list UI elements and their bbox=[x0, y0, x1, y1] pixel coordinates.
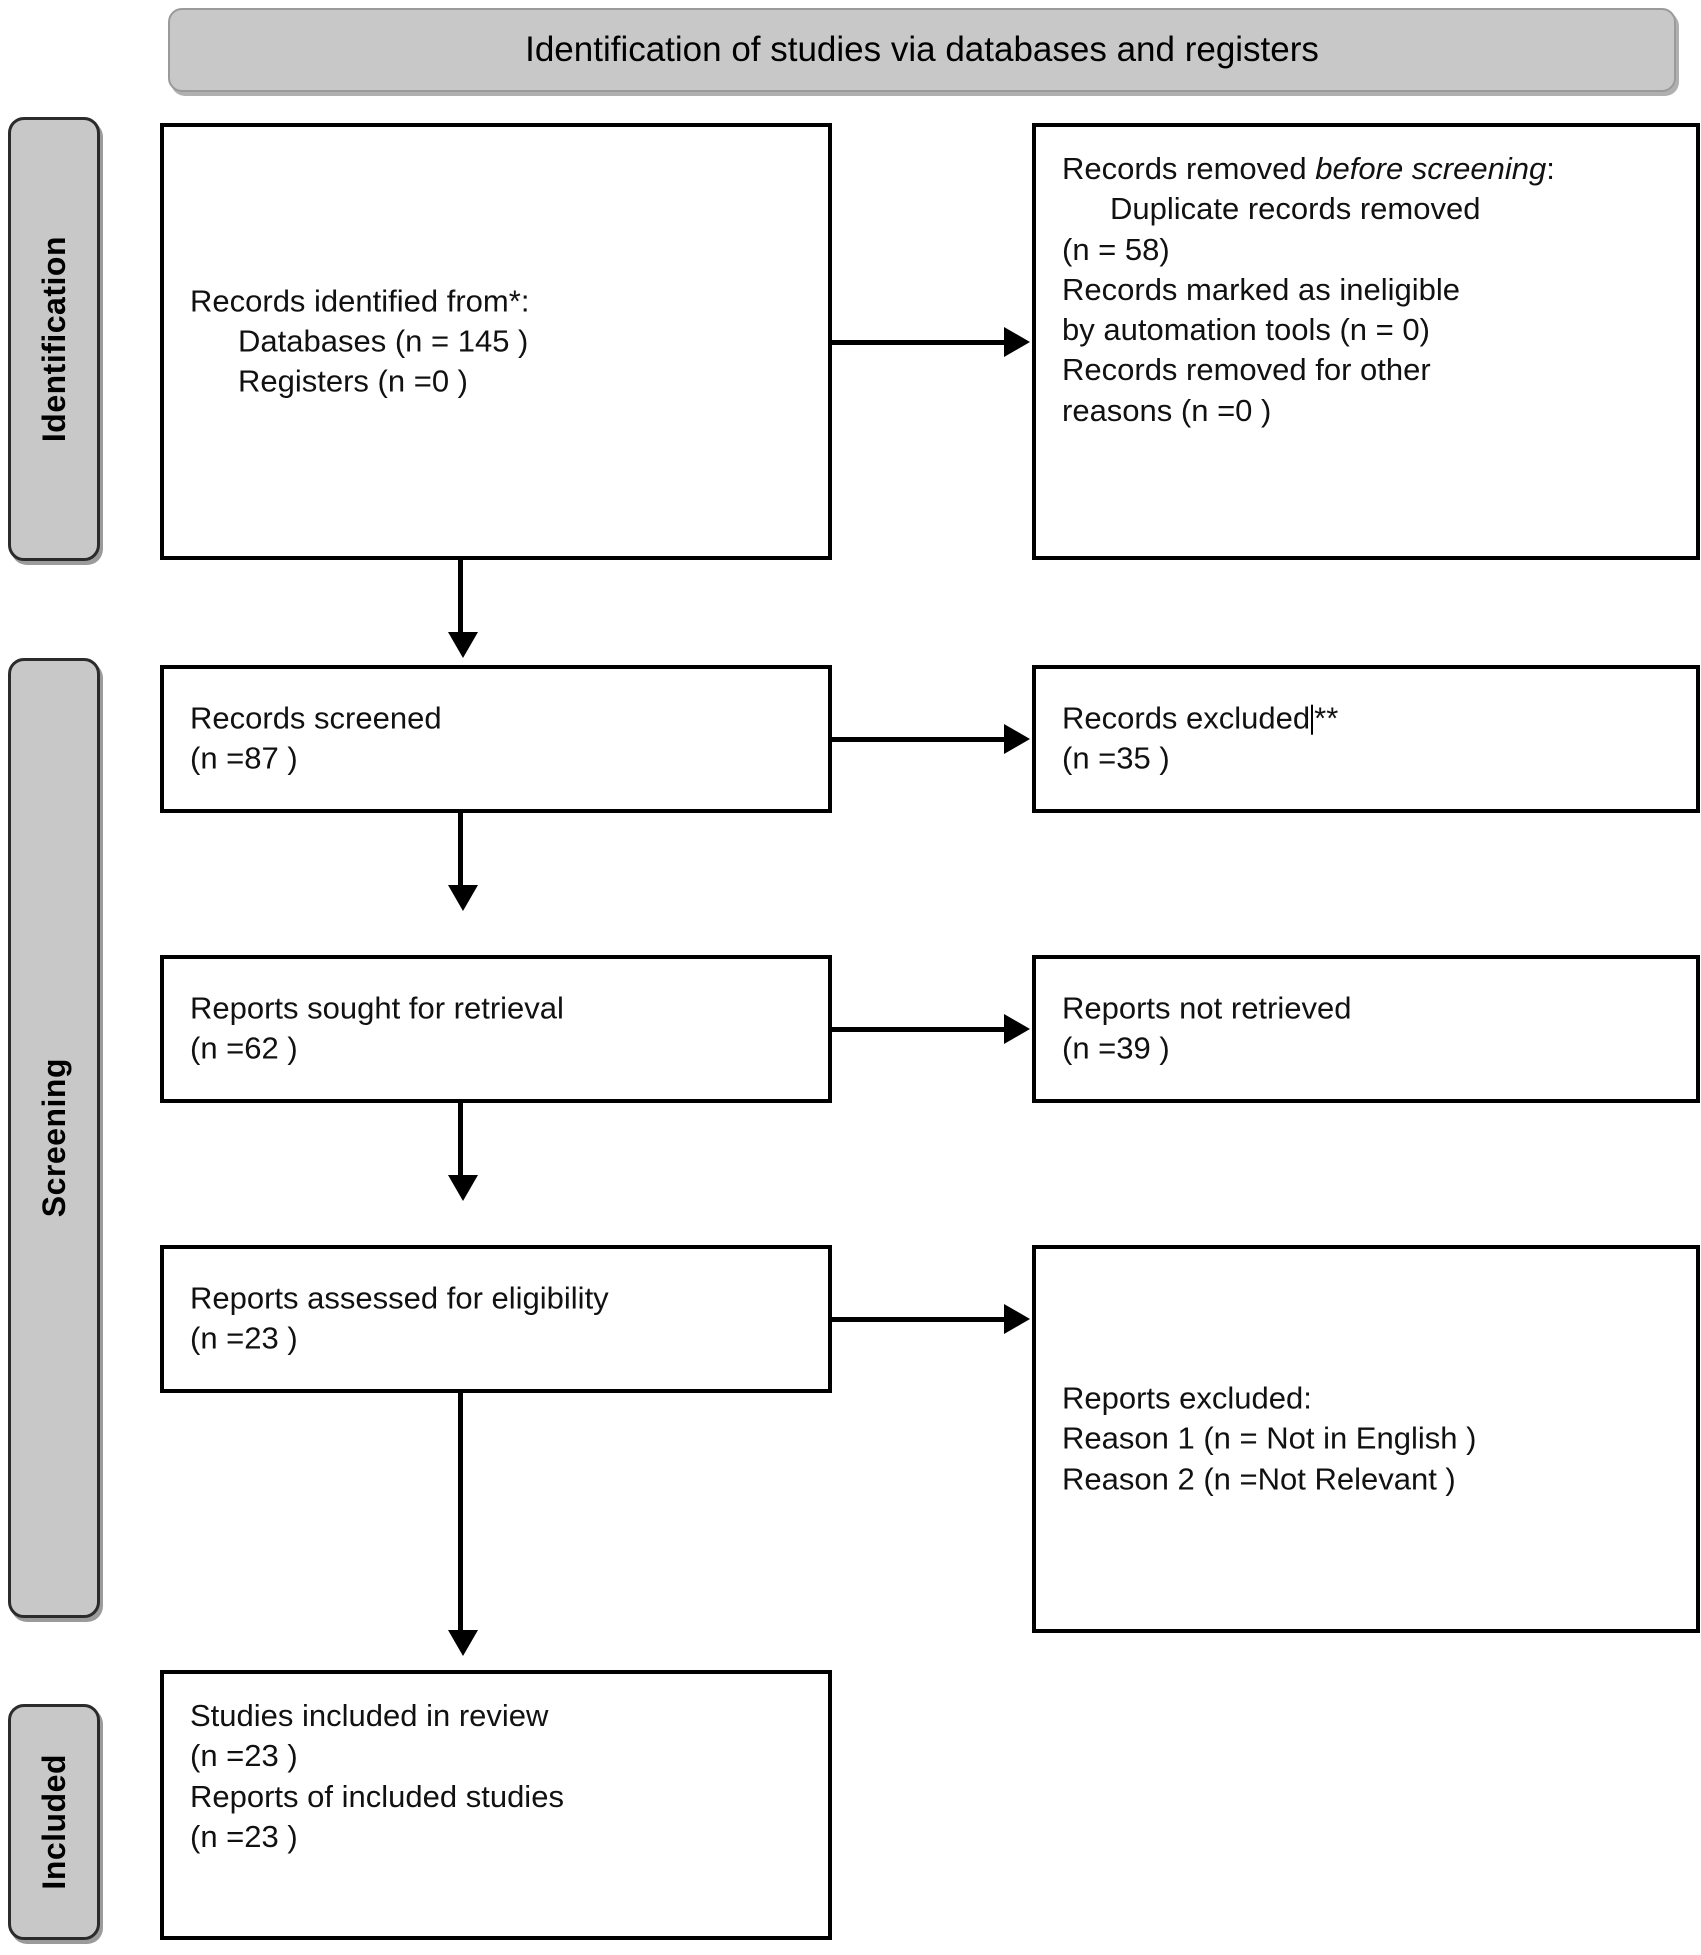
records-removed-ineligible-2: by automation tools (n = 0) bbox=[1062, 312, 1430, 348]
arrow-screened-to-sought-line bbox=[458, 813, 463, 891]
stage-label-screening: Screening bbox=[8, 658, 100, 1618]
box-reports-assessed-content: Reports assessed for eligibility (n =23 … bbox=[190, 1279, 814, 1360]
arrow-screened-to-excluded-line bbox=[832, 737, 1010, 742]
reports-excluded-title: Reports excluded: bbox=[1062, 1380, 1312, 1416]
arrow-assessed-to-reports-excluded-line bbox=[832, 1317, 1010, 1322]
box-records-removed-before-screening: Records removed before screening: Duplic… bbox=[1032, 123, 1700, 560]
reports-assessed-count: (n =23 ) bbox=[190, 1321, 298, 1356]
arrow-sought-to-not-retrieved-line bbox=[832, 1027, 1010, 1032]
box-studies-included-in-review: Studies included in review (n =23 ) Repo… bbox=[160, 1670, 832, 1940]
stage-label-identification-text: Identification bbox=[35, 235, 72, 443]
box-records-identified: Records identified from*: Databases (n =… bbox=[160, 123, 832, 560]
studies-included-title: Studies included in review bbox=[190, 1698, 549, 1733]
records-identified-databases: Databases (n = 145 ) bbox=[238, 323, 529, 359]
arrow-sought-to-assessed-line bbox=[458, 1103, 463, 1181]
records-removed-other-2: reasons (n =0 ) bbox=[1062, 392, 1272, 428]
diagram-banner: Identification of studies via databases … bbox=[168, 8, 1676, 92]
arrow-screened-to-sought-head-icon bbox=[448, 885, 478, 911]
records-removed-other: Records removed for other bbox=[1062, 352, 1431, 388]
box-records-screened-content: Records screened (n =87 ) bbox=[190, 699, 814, 780]
banner-title: Identification of studies via databases … bbox=[525, 30, 1319, 69]
records-removed-duplicate: Duplicate records removed bbox=[1110, 191, 1481, 227]
reports-excluded-reason-1: Reason 1 (n = Not in English ) bbox=[1062, 1420, 1477, 1456]
reports-assessed-title: Reports assessed for eligibility bbox=[190, 1280, 609, 1316]
records-removed-ineligible: Records marked as ineligible bbox=[1062, 271, 1461, 307]
box-reports-sought-for-retrieval: Reports sought for retrieval (n =62 ) bbox=[160, 955, 832, 1103]
box-studies-included-content: Studies included in review (n =23 ) Repo… bbox=[190, 1696, 814, 1857]
studies-included-count: (n =23 ) bbox=[190, 1738, 298, 1774]
reports-of-included-studies-title: Reports of included studies bbox=[190, 1778, 564, 1814]
box-reports-excluded: Reports excluded: Reason 1 (n = Not in E… bbox=[1032, 1245, 1700, 1633]
arrow-sought-to-not-retrieved-head-icon bbox=[1004, 1014, 1030, 1044]
box-records-removed-content: Records removed before screening: Duplic… bbox=[1062, 149, 1682, 431]
arrow-identified-to-screened-head-icon bbox=[448, 632, 478, 658]
reports-sought-title: Reports sought for retrieval bbox=[190, 990, 564, 1026]
arrow-assessed-to-included-line bbox=[458, 1393, 463, 1636]
reports-sought-count: (n =62 ) bbox=[190, 1031, 298, 1066]
box-reports-sought-content: Reports sought for retrieval (n =62 ) bbox=[190, 989, 814, 1070]
box-records-excluded: Records excluded** (n =35 ) bbox=[1032, 665, 1700, 813]
arrow-screened-to-excluded-head-icon bbox=[1004, 724, 1030, 754]
records-identified-title: Records identified from*: bbox=[190, 283, 530, 319]
records-removed-title-suffix: : bbox=[1546, 151, 1555, 186]
text-cursor-icon bbox=[1311, 704, 1314, 735]
box-reports-not-retrieved: Reports not retrieved (n =39 ) bbox=[1032, 955, 1700, 1103]
records-excluded-marker: ** bbox=[1314, 700, 1339, 736]
box-records-identified-content: Records identified from*: Databases (n =… bbox=[190, 281, 814, 402]
reports-not-retrieved-title: Reports not retrieved bbox=[1062, 990, 1352, 1026]
arrow-assessed-to-included-head-icon bbox=[448, 1630, 478, 1656]
arrow-identified-to-screened-line bbox=[458, 560, 463, 638]
stage-label-included: Included bbox=[8, 1704, 100, 1940]
box-reports-not-retrieved-content: Reports not retrieved (n =39 ) bbox=[1062, 989, 1682, 1070]
reports-not-retrieved-count: (n =39 ) bbox=[1062, 1031, 1170, 1066]
stage-label-included-text: Included bbox=[35, 1754, 72, 1890]
box-reports-assessed-for-eligibility: Reports assessed for eligibility (n =23 … bbox=[160, 1245, 832, 1393]
records-excluded-title-row: Records excluded** bbox=[1062, 699, 1682, 739]
reports-of-included-studies-count: (n =23 ) bbox=[190, 1818, 298, 1854]
records-excluded-count: (n =35 ) bbox=[1062, 741, 1170, 776]
records-screened-count: (n =87 ) bbox=[190, 741, 298, 776]
reports-excluded-reason-2: Reason 2 (n =Not Relevant ) bbox=[1062, 1461, 1456, 1497]
box-reports-excluded-content: Reports excluded: Reason 1 (n = Not in E… bbox=[1062, 1379, 1682, 1500]
records-removed-title: Records removed before screening: bbox=[1062, 149, 1682, 189]
arrow-sought-to-assessed-head-icon bbox=[448, 1175, 478, 1201]
arrow-identified-to-removed-line bbox=[832, 340, 1010, 345]
box-records-excluded-content: Records excluded** (n =35 ) bbox=[1062, 699, 1682, 780]
records-screened-title: Records screened bbox=[190, 700, 442, 736]
records-removed-title-prefix: Records removed bbox=[1062, 151, 1316, 186]
arrow-assessed-to-reports-excluded-head-icon bbox=[1004, 1304, 1030, 1334]
box-records-screened: Records screened (n =87 ) bbox=[160, 665, 832, 813]
records-removed-title-italic: before screening bbox=[1315, 151, 1547, 186]
arrow-identified-to-removed-head-icon bbox=[1004, 327, 1030, 357]
stage-label-screening-text: Screening bbox=[35, 1058, 72, 1218]
records-removed-duplicate-n: (n = 58) bbox=[1062, 231, 1170, 267]
stage-label-identification: Identification bbox=[8, 117, 100, 561]
records-excluded-title: Records excluded bbox=[1062, 700, 1311, 736]
records-identified-registers: Registers (n =0 ) bbox=[238, 363, 469, 399]
